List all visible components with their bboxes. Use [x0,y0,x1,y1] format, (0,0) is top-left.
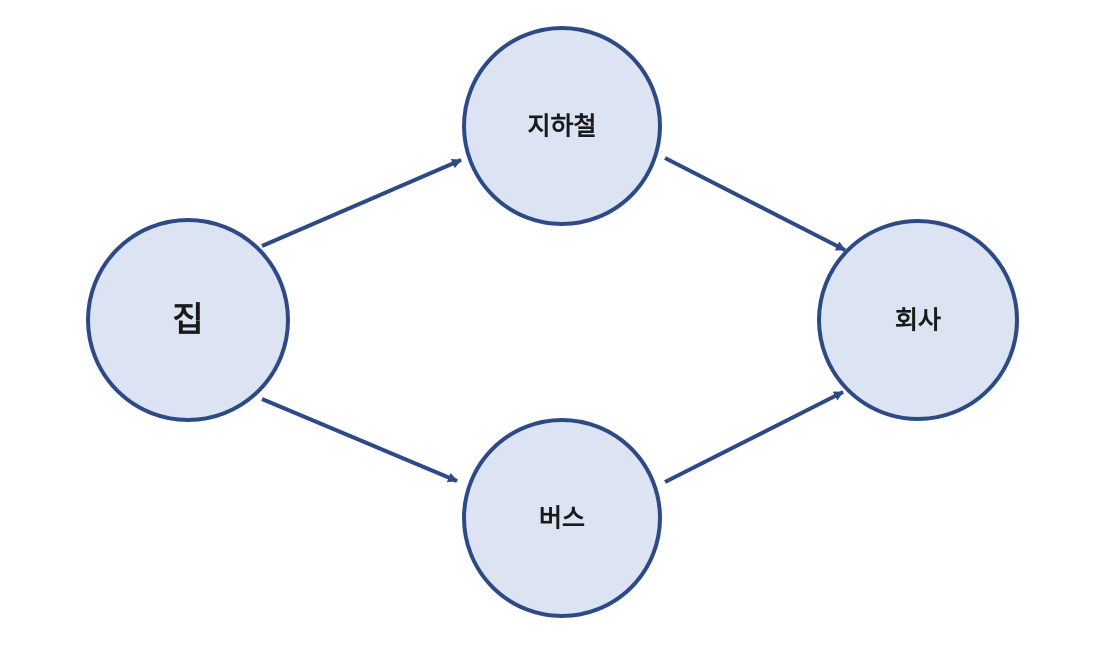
node-company: 회사 [817,219,1019,421]
edge-subway-company [664,156,846,252]
edge-home-subway [261,158,462,248]
node-home: 집 [86,218,290,422]
edges [261,156,846,484]
node-subway-label: 지하철 [527,112,596,141]
node-home-label: 집 [172,300,203,340]
node-company-label: 회사 [895,306,941,335]
node-subway: 지하철 [462,26,662,226]
node-company-circle [817,219,1019,421]
node-bus-circle [462,418,662,618]
edge-bus-company [664,390,844,484]
node-subway-circle [462,26,662,226]
edge-home-bus [261,397,458,483]
node-bus: 버스 [462,418,662,618]
node-bus-label: 버스 [539,504,585,533]
node-home-circle [86,218,290,422]
